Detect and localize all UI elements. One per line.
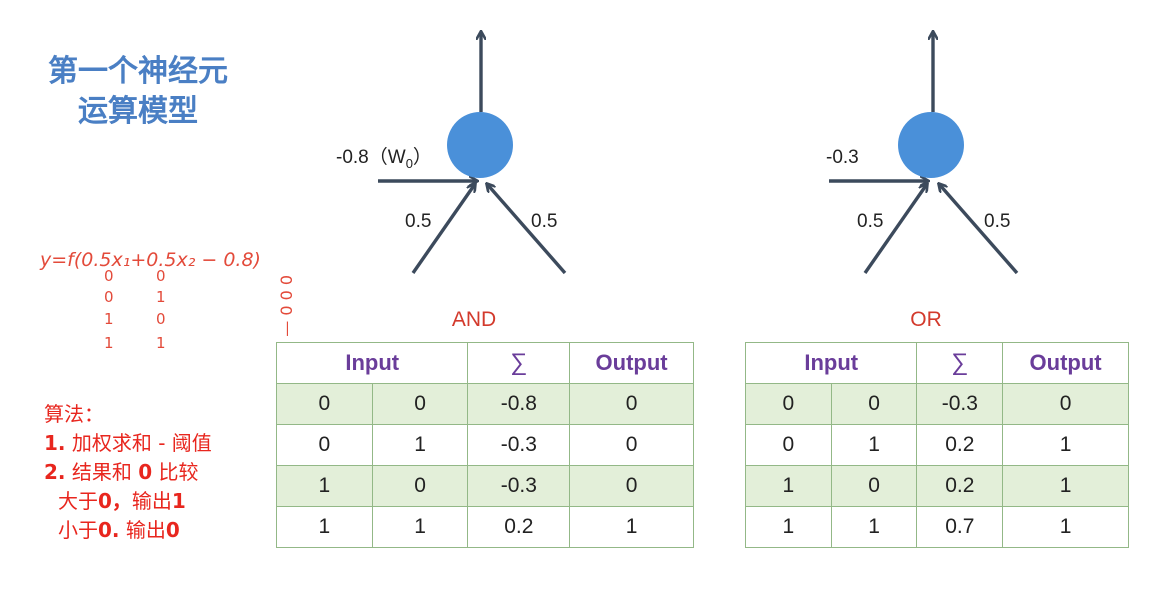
table-row: 0 0 -0.8 0: [276, 383, 694, 425]
or-neuron: -0.3 0.5 0.5: [826, 32, 1019, 275]
cell: 0: [569, 465, 694, 507]
cell: 0.2: [916, 465, 1004, 507]
cell: 0: [569, 383, 694, 425]
handwritten-formula: y=f(0.5x₁+0.5x₂ − 0.8): [39, 249, 261, 271]
and-header-sum: ∑: [467, 342, 571, 384]
cell: 0: [569, 424, 694, 466]
or-input2-arrow: [939, 184, 1019, 275]
or-bias-label: -0.3: [826, 147, 859, 168]
cell: -0.3: [467, 424, 571, 466]
cell: 1: [1002, 424, 1129, 466]
hw-col-b-1: 1: [156, 288, 166, 306]
or-weight1-label: 0.5: [857, 211, 883, 232]
or-header-output: Output: [1002, 342, 1129, 384]
or-header-sum: ∑: [916, 342, 1004, 384]
cell: 1: [1002, 506, 1129, 548]
table-row: 1 0 0.2 1: [745, 465, 1129, 507]
cell: 1: [1002, 465, 1129, 507]
algorithm-notes: 算法： 1. 加权求和 - 阈值 2. 结果和 0 比较 大于0，输出1 小于0…: [44, 400, 212, 545]
table-row: 1 1 0.7 1: [745, 506, 1129, 548]
and-input2-arrow: [487, 184, 567, 275]
page-title-line2: 运算模型: [78, 94, 198, 129]
cell: 1: [276, 465, 373, 507]
table-row: 0 1 -0.3 0: [276, 424, 694, 466]
cell: 0: [371, 465, 469, 507]
and-truth-table: Input ∑ Output 0 0 -0.8 0 0 1 -0.3 0 1 0…: [275, 342, 694, 548]
table-row: 0 0 -0.3 0: [745, 383, 1129, 425]
algorithm-gt-rule: 大于0，输出1: [58, 489, 186, 513]
cell: 1: [276, 506, 373, 548]
table-row: 1 0 -0.3 0: [276, 465, 694, 507]
cell: -0.8: [467, 383, 571, 425]
cell: 0: [745, 383, 832, 425]
and-table-caption: AND: [451, 308, 497, 331]
algorithm-heading: 算法：: [44, 402, 104, 426]
or-input1-arrow: [863, 184, 927, 274]
and-header-output: Output: [569, 342, 694, 384]
cell: 0: [745, 424, 832, 466]
table-row: 0 1 0.2 1: [745, 424, 1129, 466]
handwritten-notes: y=f(0.5x₁+0.5x₂ − 0.8) 0 0 1 1 0 1 0 1 1…: [39, 249, 637, 368]
cell: 0: [276, 383, 373, 425]
cell: 1: [830, 506, 918, 548]
cell: 1: [745, 506, 832, 548]
or-neuron-node: [898, 112, 964, 178]
and-bias-label: -0.8（W0）: [336, 146, 432, 171]
cell: 1: [745, 465, 832, 507]
or-header-input: Input: [744, 342, 918, 384]
cell: 1: [569, 506, 694, 548]
table-row: 1 1 0.2 1: [276, 506, 694, 548]
or-table-caption: OR: [910, 308, 942, 331]
and-neuron-node: [447, 112, 513, 178]
cell: -0.3: [467, 465, 571, 507]
algorithm-step1: 1. 加权求和 - 阈值: [44, 431, 212, 455]
cell: 0.2: [467, 506, 571, 548]
cell: 1: [830, 424, 918, 466]
and-neuron: -0.8（W0） 0.5 0.5: [336, 32, 567, 275]
cell: 0: [276, 424, 373, 466]
or-truth-table: Input ∑ Output 0 0 -0.3 0 0 1 0.2 1 1 0 …: [744, 342, 1129, 548]
hw-col-a-3: 1: [104, 334, 114, 352]
or-weight2-label: 0.5: [984, 211, 1010, 232]
cell: 1: [371, 506, 469, 548]
and-header-input: Input: [275, 342, 469, 384]
and-input1-arrow: [411, 184, 475, 274]
hw-col-a-0: 0: [104, 267, 114, 285]
hw-col-b-0: 0: [156, 267, 166, 285]
and-weight2-label: 0.5: [531, 211, 557, 232]
and-weight1-label: 0.5: [405, 211, 431, 232]
hw-col-b-2: 0: [156, 310, 166, 328]
cell: 0: [830, 465, 918, 507]
cell: 0: [1002, 383, 1129, 425]
hw-col-a-2: 1: [104, 310, 114, 328]
cell: 0: [830, 383, 918, 425]
cell: 1: [371, 424, 469, 466]
cell: 0: [371, 383, 469, 425]
hw-col-a-1: 0: [104, 288, 114, 306]
cell: 0.2: [916, 424, 1004, 466]
algorithm-step2: 2. 结果和 0 比较: [44, 460, 199, 484]
page-title-line1: 第一个神经元: [48, 54, 228, 89]
hw-col-b-3: 1: [156, 334, 166, 352]
cell: 0.7: [916, 506, 1004, 548]
hw-side-values: 1 — 0 0 0: [277, 275, 296, 352]
algorithm-lt-rule: 小于0. 输出0: [58, 518, 180, 542]
cell: -0.3: [916, 383, 1004, 425]
